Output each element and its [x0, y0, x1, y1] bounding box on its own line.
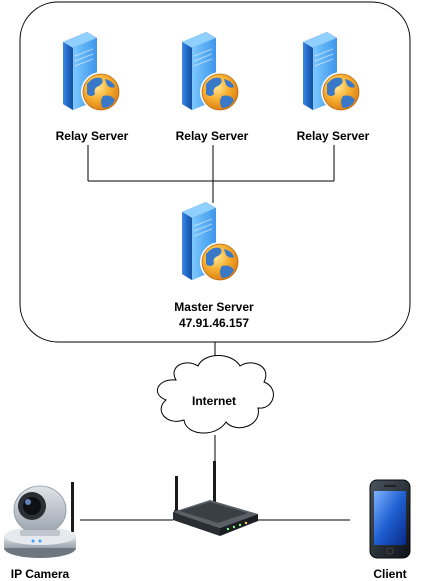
relay-server-label: Relay Server	[176, 129, 249, 143]
client-device[interactable]: Client	[369, 479, 411, 581]
cloud-icon	[156, 355, 274, 434]
master-server[interactable]: Master Server 47.91.46.157	[174, 201, 254, 330]
ip-camera[interactable]: IP Camera	[4, 482, 76, 581]
relay-server-label: Relay Server	[297, 129, 370, 143]
master-server-label: Master Server	[174, 300, 254, 314]
internet-cloud[interactable]: Internet	[156, 355, 274, 434]
smartphone-icon	[369, 479, 411, 559]
relay-server-3[interactable]: Relay Server	[297, 31, 370, 143]
wireless-router-icon	[173, 461, 258, 536]
client-label: Client	[373, 567, 406, 581]
relay-server-label: Relay Server	[56, 129, 129, 143]
wireless-router[interactable]	[173, 461, 258, 536]
master-server-ip: 47.91.46.157	[179, 316, 249, 330]
internet-label: Internet	[192, 394, 236, 408]
ip-camera-label: IP Camera	[11, 567, 70, 581]
ip-camera-icon	[4, 482, 76, 558]
relay-server-2[interactable]: Relay Server	[176, 31, 249, 143]
relay-server-1[interactable]: Relay Server	[56, 31, 129, 143]
connector-lines	[80, 145, 350, 521]
